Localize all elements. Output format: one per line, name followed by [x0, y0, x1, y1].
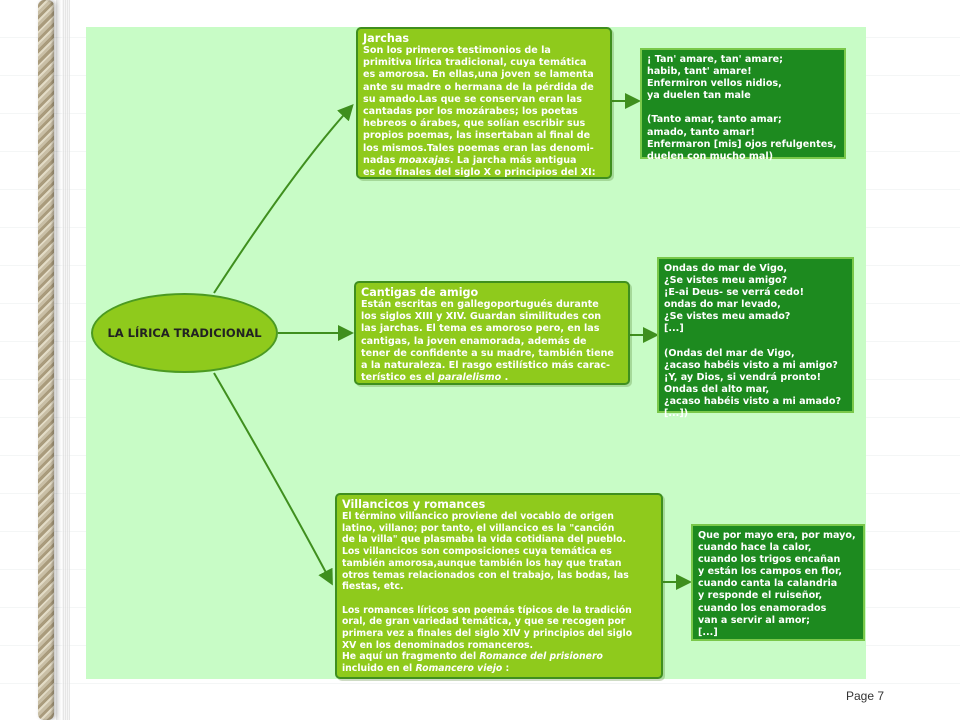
node-title: Cantigas de amigo — [361, 286, 479, 299]
concept-map: LA LÍRICA TRADICIONAL Jarchas Son los pr… — [86, 27, 866, 679]
node-body: El término villancico proviene del vocab… — [342, 511, 633, 675]
jarcha-quote-box: ¡ Tan' amare, tan' amare; habib, tant' a… — [640, 48, 846, 162]
page-number: Page 7 — [846, 689, 885, 703]
cantiga-quote-box: Ondas do mar de Vigo, ¿Se vistes meu ami… — [657, 257, 854, 419]
jarchas-node: Jarchas Son los primeros testimonios de … — [356, 27, 612, 179]
node-title: Jarchas — [363, 32, 410, 45]
page-stack-edge — [62, 0, 70, 720]
cantigas-node: Cantigas de amigo Están escritas en gall… — [354, 281, 630, 385]
binding-cord — [38, 0, 54, 720]
arrow-center-to-jarchas — [213, 104, 354, 294]
connector-arrows — [213, 93, 692, 590]
romance-quote-box: Que por mayo era, por mayo, cuando hace … — [691, 524, 865, 641]
binding-shadow — [56, 0, 62, 720]
node-body: Están escritas en gallegoportugués duran… — [361, 299, 614, 384]
node-body: Son los primeros testimonios de la primi… — [363, 45, 596, 179]
villancicos-node: Villancicos y romances El término villan… — [335, 493, 663, 679]
node-title: Villancicos y romances — [342, 498, 486, 511]
arrow-center-to-villancicos — [213, 372, 333, 586]
central-node: LA LÍRICA TRADICIONAL — [91, 293, 278, 373]
